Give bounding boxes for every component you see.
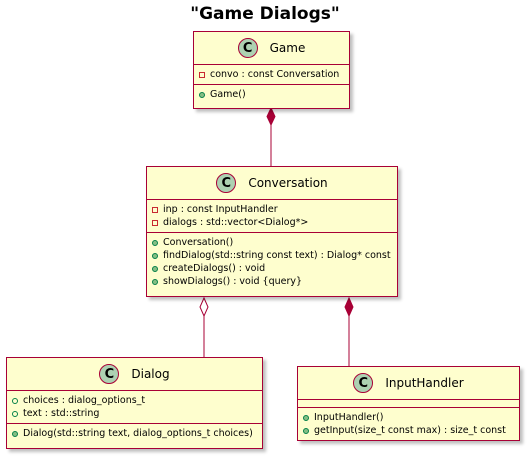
aggregation-diamond-conversation <box>199 296 209 318</box>
composition-diamond-game <box>266 106 276 127</box>
method-text: Conversation() <box>163 237 234 248</box>
field-text: dialogs : std::vector<Dialog*> <box>163 217 309 228</box>
public-method-icon <box>152 252 158 259</box>
fields-section <box>298 400 519 408</box>
field-text: text : std::string <box>23 408 100 419</box>
method-row: Conversation() <box>152 236 397 249</box>
public-method-icon <box>152 265 158 272</box>
class-name: Game <box>269 41 306 55</box>
method-text: Game() <box>210 89 246 100</box>
class-dialog[interactable]: C Dialog choices : dialog_options_t text… <box>6 357 263 449</box>
public-method-icon <box>152 278 158 285</box>
method-row: InputHandler() <box>303 411 519 424</box>
field-row: convo : const Conversation <box>199 68 349 81</box>
method-row: findDialog(std::string const text) : Dia… <box>152 249 397 262</box>
class-dialog-header: C Dialog <box>7 358 262 391</box>
methods-section: Game() <box>194 85 349 104</box>
public-field-icon <box>12 397 18 404</box>
diagram-title: "Game Dialogs" <box>190 4 340 24</box>
public-method-icon <box>12 430 18 437</box>
composition-diamond-conversation <box>344 296 354 318</box>
fields-section: inp : const InputHandler dialogs : std::… <box>147 200 397 233</box>
method-text: InputHandler() <box>314 412 384 423</box>
public-method-icon <box>303 427 309 434</box>
method-row: Game() <box>199 88 349 101</box>
class-icon: C <box>216 173 237 193</box>
public-field-icon <box>12 410 18 417</box>
class-inputhandler-header: C InputHandler <box>298 367 519 400</box>
method-row: Dialog(std::string text, dialog_options_… <box>12 427 262 440</box>
field-text: choices : dialog_options_t <box>23 395 146 406</box>
class-icon: C <box>353 373 374 393</box>
class-inputhandler[interactable]: C InputHandler InputHandler() getInput(s… <box>297 366 520 441</box>
private-field-icon <box>199 71 205 78</box>
public-method-icon <box>303 414 309 421</box>
class-icon: C <box>99 364 120 384</box>
method-row: showDialogs() : void {query} <box>152 275 397 288</box>
method-text: findDialog(std::string const text) : Dia… <box>163 250 391 261</box>
field-row: inp : const InputHandler <box>152 203 397 216</box>
class-conversation-header: C Conversation <box>147 167 397 200</box>
method-text: showDialogs() : void {query} <box>163 276 303 287</box>
field-row: text : std::string <box>12 407 262 420</box>
method-row: getInput(size_t const max) : size_t cons… <box>303 424 519 437</box>
class-name: InputHandler <box>385 376 464 390</box>
class-name: Dialog <box>131 367 170 381</box>
methods-section: InputHandler() getInput(size_t const max… <box>298 408 519 440</box>
public-method-icon <box>152 239 158 246</box>
method-row: createDialogs() : void <box>152 262 397 275</box>
class-game[interactable]: C Game convo : const Conversation Game() <box>193 31 350 109</box>
class-name: Conversation <box>248 176 328 190</box>
fields-section: choices : dialog_options_t text : std::s… <box>7 391 262 424</box>
fields-section: convo : const Conversation <box>194 65 349 85</box>
public-method-icon <box>199 91 205 98</box>
class-conversation[interactable]: C Conversation inp : const InputHandler … <box>146 166 398 297</box>
method-text: createDialogs() : void <box>163 263 266 274</box>
field-text: convo : const Conversation <box>210 69 340 80</box>
field-row: dialogs : std::vector<Dialog*> <box>152 216 397 229</box>
field-row: choices : dialog_options_t <box>12 394 262 407</box>
private-field-icon <box>152 219 158 226</box>
private-field-icon <box>152 206 158 213</box>
class-game-header: C Game <box>194 32 349 65</box>
class-icon: C <box>237 38 258 58</box>
methods-section: Dialog(std::string text, dialog_options_… <box>7 424 262 443</box>
method-text: getInput(size_t const max) : size_t cons… <box>314 425 506 436</box>
methods-section: Conversation() findDialog(std::string co… <box>147 233 397 291</box>
field-text: inp : const InputHandler <box>163 204 278 215</box>
method-text: Dialog(std::string text, dialog_options_… <box>23 428 253 439</box>
